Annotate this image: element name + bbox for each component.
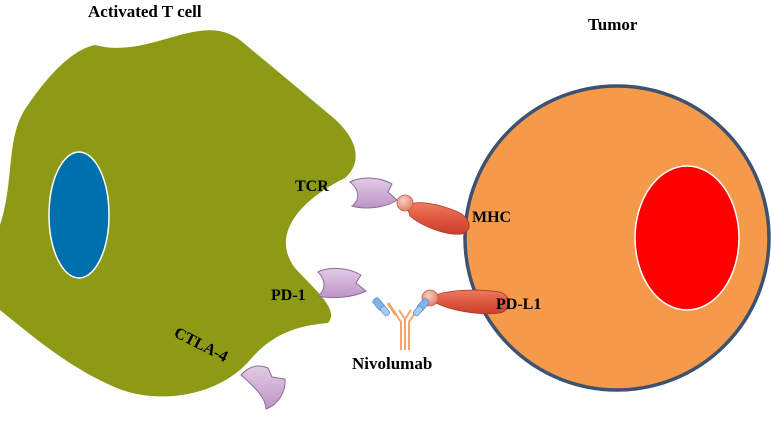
tumor-nucleus [634,165,740,311]
pd1-label: PD-1 [271,287,306,304]
ctla4-receptor-icon [240,365,286,410]
t-cell-label: Activated T cell [88,2,202,21]
tcr-label: TCR [295,178,329,195]
t-cell-nucleus [48,151,110,279]
mhc-ligand-icon [396,194,470,235]
tcr-receptor-icon [349,177,398,209]
tumor-cell [463,84,771,392]
pdl1-label: PD-L1 [496,296,541,313]
tumor-label: Tumor [588,15,638,34]
t-cell-body [0,30,356,397]
nivolumab-label: Nivolumab [352,354,432,373]
pd1-receptor-icon [316,267,367,299]
nivolumab-antibody-icon [372,297,430,350]
mhc-label: MHC [472,209,511,226]
